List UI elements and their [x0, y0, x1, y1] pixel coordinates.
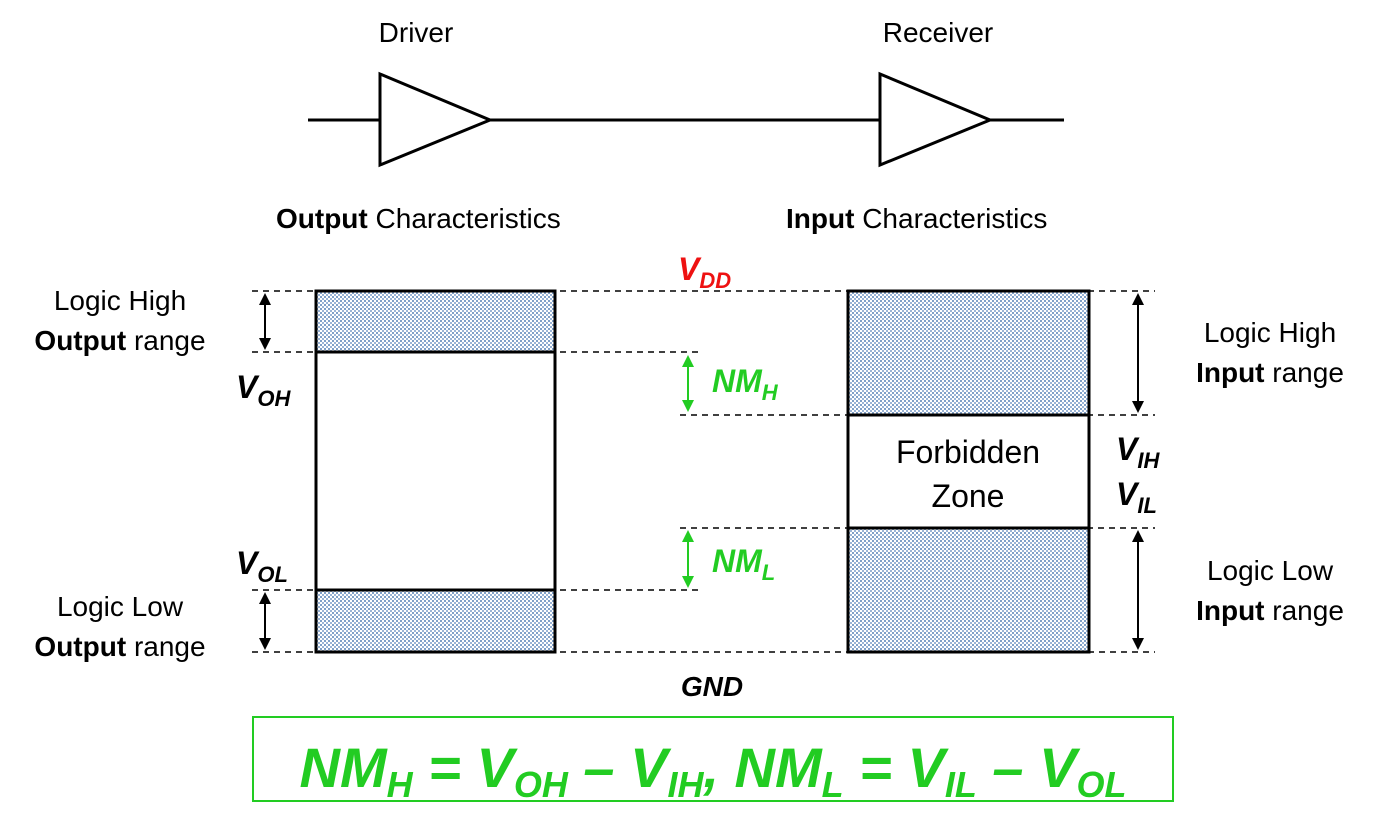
- arrowhead-down-icon: [682, 400, 694, 412]
- heading-rest: Characteristics: [368, 203, 561, 234]
- logic-low-input-line1: Logic Low: [1207, 555, 1334, 586]
- input-characteristics-box: [846, 289, 1091, 654]
- formula-sub: IH: [667, 764, 704, 805]
- gnd-label: GND: [681, 671, 743, 702]
- label-rest: range: [1265, 595, 1344, 626]
- formula-sub: IL: [945, 764, 977, 805]
- formula-sub: OH: [514, 764, 569, 805]
- vol-main: V: [236, 545, 260, 581]
- output-characteristics-box: [314, 289, 557, 654]
- voh-sub: OH: [257, 386, 291, 411]
- logic-high-output-region: [316, 291, 555, 352]
- vil-sub: IL: [1137, 493, 1157, 518]
- driver-label: Driver: [379, 17, 454, 48]
- formula-part: , NM: [702, 736, 823, 799]
- arrowhead-down-icon: [1132, 638, 1144, 650]
- formula-part: NM: [300, 736, 388, 799]
- arrowhead-down-icon: [259, 638, 271, 650]
- formula-sub: H: [387, 764, 414, 805]
- formula-part: = V: [844, 736, 950, 799]
- label-bold: Input: [1196, 357, 1264, 388]
- nmh-main: NM: [712, 363, 763, 399]
- vdd-label: VDD: [678, 251, 731, 293]
- logic-high-input-region: [848, 291, 1089, 415]
- arrowhead-up-icon: [259, 592, 271, 604]
- label-bold: Output: [34, 631, 126, 662]
- arrowhead-up-icon: [1132, 293, 1144, 305]
- forbidden-zone-line1: Forbidden: [896, 434, 1040, 470]
- range-arrows: [264, 297, 1139, 646]
- voh-label: VOH: [236, 369, 291, 411]
- logic-low-output-line1: Logic Low: [57, 591, 184, 622]
- output-undefined-region: [316, 352, 555, 590]
- logic-high-output-line2: Output range: [34, 325, 205, 356]
- logic-high-input-line2: Input range: [1196, 357, 1344, 388]
- forbidden-zone-line2: Zone: [932, 478, 1005, 514]
- logic-high-input-line1: Logic High: [1204, 317, 1336, 348]
- buffer-schematic: [308, 71, 1064, 168]
- formula-part: – V: [977, 736, 1081, 799]
- logic-low-output-line2: Output range: [34, 631, 205, 662]
- vil-main: V: [1116, 476, 1140, 512]
- vdd-main: V: [678, 251, 702, 287]
- arrowheads: [259, 293, 1144, 650]
- output-box-border: [314, 289, 557, 654]
- nmh-sub: H: [762, 380, 779, 405]
- green-arrowheads: [682, 355, 694, 588]
- arrowhead-up-icon: [682, 355, 694, 367]
- heading-bold: Output: [276, 203, 368, 234]
- logic-high-output-line1: Logic High: [54, 285, 186, 316]
- formula-part: = V: [413, 736, 519, 799]
- driver-buffer-icon: [378, 71, 494, 168]
- forbidden-zone-region: [848, 415, 1089, 528]
- vih-main: V: [1116, 431, 1140, 467]
- vol-sub: OL: [257, 562, 288, 587]
- formula-sub: L: [822, 764, 844, 805]
- label-rest: range: [126, 325, 205, 356]
- formula-part: – V: [568, 736, 672, 799]
- logic-low-input-line2: Input range: [1196, 595, 1344, 626]
- vih-label: VIH: [1116, 431, 1160, 473]
- input-characteristics-heading: Input Characteristics: [786, 203, 1047, 234]
- vih-sub: IH: [1137, 448, 1160, 473]
- label-bold: Output: [34, 325, 126, 356]
- formula-sub: OL: [1076, 764, 1126, 805]
- label-bold: Input: [1196, 595, 1264, 626]
- arrowhead-down-icon: [259, 338, 271, 350]
- arrowhead-down-icon: [682, 576, 694, 588]
- arrowhead-up-icon: [682, 530, 694, 542]
- vol-label: VOL: [236, 545, 288, 587]
- label-rest: range: [1265, 357, 1344, 388]
- nml-label: NML: [712, 543, 775, 585]
- input-box-border: [846, 289, 1091, 654]
- noise-margin-formula: NMH = VOH – VIH, NML = VIL – VOL: [300, 736, 1127, 805]
- logic-low-input-region: [848, 528, 1089, 652]
- logic-low-output-region: [316, 590, 555, 652]
- nmh-label: NMH: [712, 363, 779, 405]
- nml-main: NM: [712, 543, 763, 579]
- heading-bold: Input: [786, 203, 854, 234]
- vdd-sub: DD: [699, 268, 731, 293]
- receiver-label: Receiver: [883, 17, 993, 48]
- voh-main: V: [236, 369, 260, 405]
- formula-box: [252, 716, 1174, 802]
- arrowhead-up-icon: [1132, 530, 1144, 542]
- nml-sub: L: [762, 560, 775, 585]
- vil-label: VIL: [1116, 476, 1157, 518]
- arrowhead-down-icon: [1132, 401, 1144, 413]
- label-rest: range: [126, 631, 205, 662]
- output-characteristics-heading: Output Characteristics: [276, 203, 561, 234]
- arrowhead-up-icon: [259, 293, 271, 305]
- heading-rest: Characteristics: [854, 203, 1047, 234]
- receiver-buffer-icon: [878, 71, 994, 168]
